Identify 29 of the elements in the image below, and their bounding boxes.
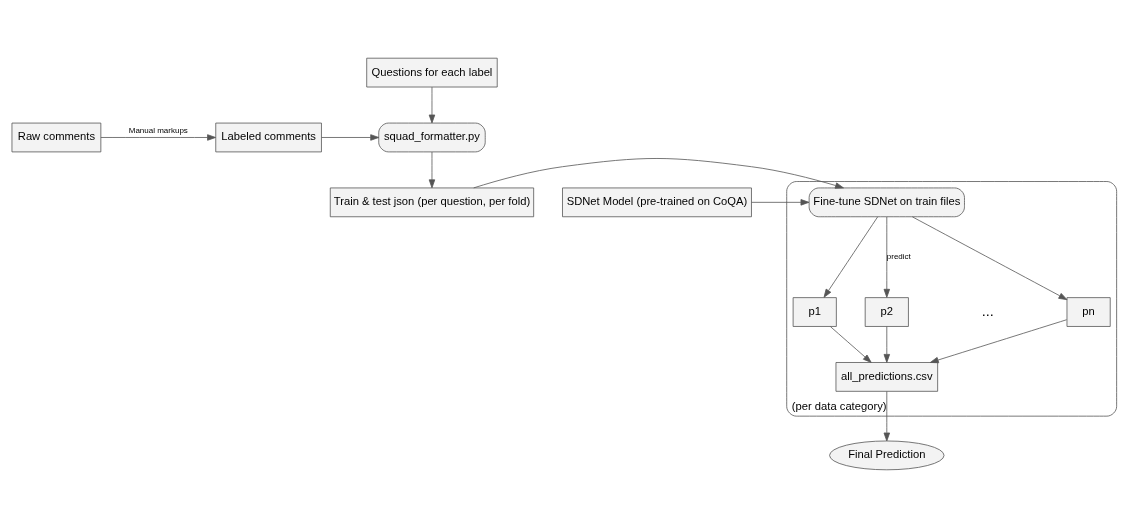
arrow: [473, 157, 844, 189]
node-box: p2: [864, 296, 909, 327]
node-box: Train & test json (per question, per fold): [329, 187, 535, 217]
arrow: [883, 215, 890, 298]
label: ...: [981, 302, 994, 319]
edge-label: Manual markups: [128, 125, 188, 135]
arrow: [751, 198, 810, 206]
arrow: [321, 133, 380, 141]
edge-label: predict: [886, 251, 911, 261]
node-ellipse: Final Prediction: [829, 440, 945, 470]
arrow: [883, 325, 890, 363]
node-box: pn: [1066, 296, 1111, 327]
node-label: (per data category): [791, 399, 887, 412]
arrow: [428, 86, 436, 123]
node-box: all_predictions.csv: [835, 361, 939, 392]
node-box: Fine-tune SDNet on train files: [808, 187, 965, 217]
arrow: [911, 215, 1068, 300]
node-box: Raw comments: [11, 122, 102, 152]
arrow: [428, 151, 436, 188]
arrow: [883, 390, 890, 441]
node-box: Labeled comments: [215, 122, 322, 152]
arrow: [823, 215, 879, 298]
arrow: [100, 133, 216, 141]
arrow: [929, 318, 1067, 363]
arrow: [830, 325, 872, 363]
node-box: Questions for each label: [366, 57, 498, 87]
node-box: squad_formatter.py: [378, 122, 486, 152]
node-box: SDNet Model (pre-trained on CoQA): [562, 187, 752, 217]
node-box: p1: [792, 296, 837, 327]
